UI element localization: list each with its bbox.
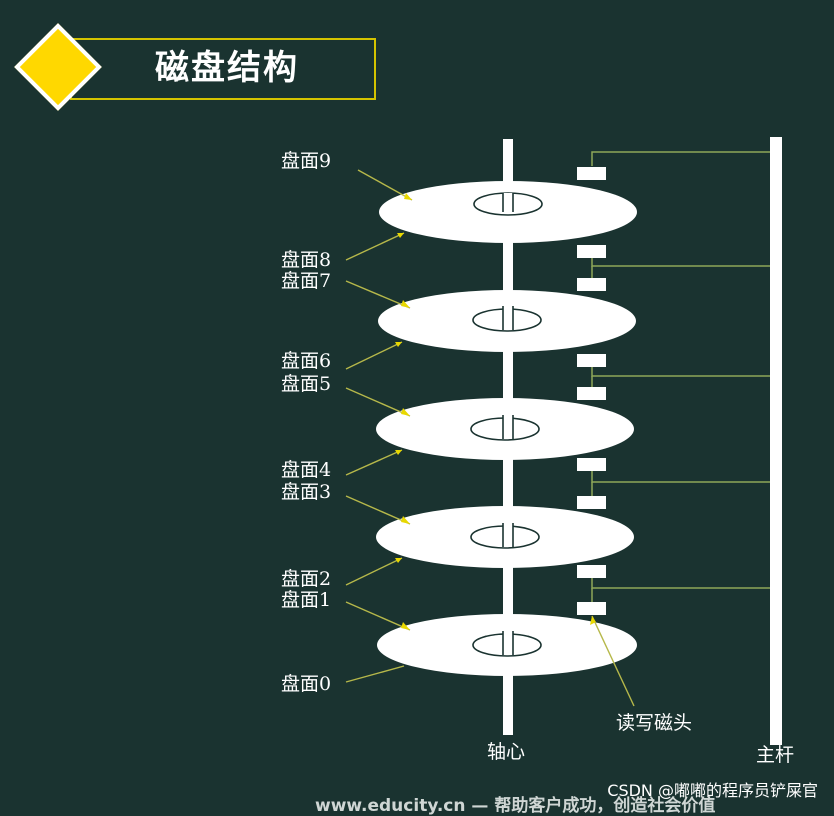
- surface-label-7: 盘面7: [281, 270, 332, 292]
- pointer-line: [345, 341, 403, 370]
- head-block: [577, 354, 606, 367]
- pointer-line: [345, 665, 405, 683]
- page-title: 磁盘结构: [155, 48, 299, 88]
- arrowhead: [590, 616, 596, 625]
- head-block: [577, 387, 606, 400]
- arm-link: [591, 362, 770, 377]
- arrowhead: [395, 558, 402, 563]
- arrowhead: [395, 342, 402, 347]
- platter: [378, 290, 636, 352]
- pointer-line: [345, 601, 411, 631]
- pointer-line: [345, 557, 403, 586]
- head-block: [577, 602, 606, 615]
- pointer-line: [345, 495, 411, 525]
- head-block: [577, 278, 606, 291]
- surface-label-6: 盘面6: [281, 350, 332, 372]
- pointer-line: [345, 232, 405, 261]
- spindle-label: 轴心: [487, 741, 526, 763]
- arrowhead: [404, 193, 412, 200]
- pointer-line: [345, 449, 403, 476]
- platter: [379, 181, 637, 243]
- pointer-arrowheads: [395, 193, 596, 630]
- platter: [376, 506, 634, 568]
- surface-label-5: 盘面5: [281, 373, 332, 395]
- surface-label-4: 盘面4: [281, 459, 332, 481]
- surface-label-1: 盘面1: [281, 589, 332, 611]
- pointer-line: [345, 387, 411, 417]
- arrowhead: [401, 408, 410, 416]
- arrowhead: [401, 300, 410, 308]
- watermark: CSDN @嘟嘟的程序员铲屎官: [607, 781, 818, 800]
- surface-label-2: 盘面2: [281, 568, 332, 590]
- head-block: [577, 496, 606, 509]
- arm-link: [591, 252, 770, 267]
- arm-link: [591, 468, 770, 483]
- surface-label-8: 盘面8: [281, 249, 332, 271]
- surface-pointers: [345, 169, 635, 707]
- surface-label-0: 盘面0: [281, 673, 332, 695]
- arrowhead: [397, 233, 404, 238]
- site-footer: www.educity.cn — 帮助客户成功，创造社会价值: [315, 796, 716, 816]
- platter: [376, 398, 634, 460]
- arrowhead: [401, 516, 410, 524]
- head-pointer-line: [591, 615, 635, 707]
- arrowhead: [395, 450, 402, 455]
- arm-link: [591, 151, 770, 166]
- arm-pole: [770, 137, 782, 745]
- head-blocks: [577, 167, 606, 615]
- surface-label-3: 盘面3: [281, 481, 332, 503]
- head-label: 读写磁头: [616, 712, 693, 734]
- arm-label: 主杆: [756, 744, 795, 766]
- head-block: [577, 167, 606, 180]
- surface-label-9: 盘面9: [281, 150, 332, 172]
- arrowhead: [401, 622, 410, 630]
- head-block: [577, 458, 606, 471]
- platter: [377, 614, 637, 676]
- head-block: [577, 565, 606, 578]
- pointer-line: [345, 280, 411, 309]
- arm-link: [591, 574, 770, 589]
- pointer-line: [357, 169, 413, 201]
- platters: [376, 181, 637, 676]
- head-block: [577, 245, 606, 258]
